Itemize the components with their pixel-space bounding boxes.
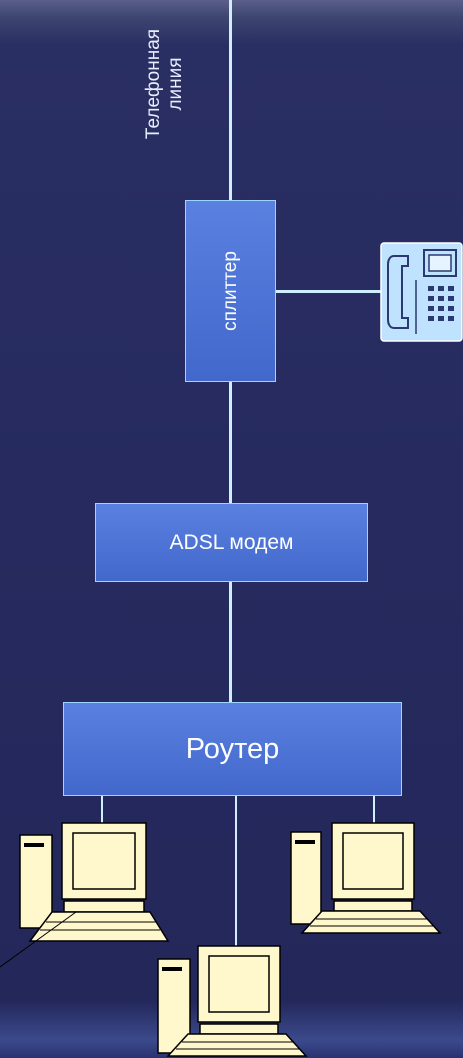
splitter-label: сплиттер [219,251,241,331]
router-label: Роутер [185,732,280,765]
computer-icon [157,945,308,1057]
adsl-modem-label: ADSL модем [169,530,294,554]
adsl-modem-box: ADSL модем [95,503,368,582]
telephone-icon [380,242,463,342]
phone-line-label-line1: Телефонная [142,28,164,140]
phone-line-label: Телефонная линия [105,0,225,168]
computer-icon [290,822,442,934]
phone-line-label-line2: линия [164,57,186,111]
modem-router-wire [229,580,232,703]
phone-line-wire [229,0,232,202]
router-box: Роутер [63,702,402,796]
router-pc-left-wire [101,796,103,824]
router-pc-center-wire [235,796,237,948]
splitter-modem-wire [229,380,232,505]
router-pc-right-wire [373,796,375,824]
splitter-phone-wire [275,290,382,293]
splitter-box: сплиттер [185,200,276,382]
computer-icon [0,822,170,968]
